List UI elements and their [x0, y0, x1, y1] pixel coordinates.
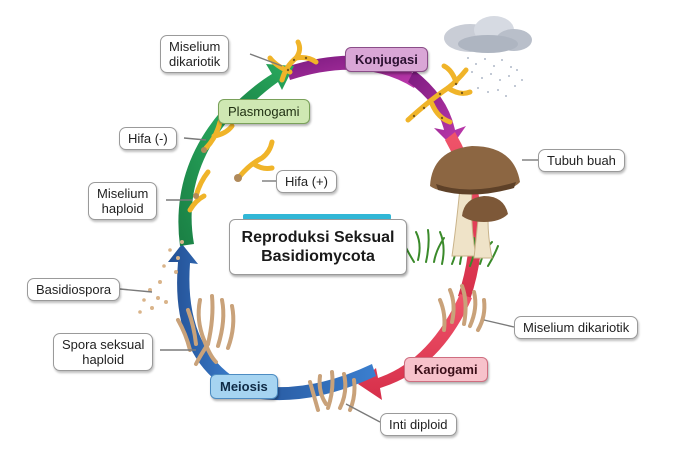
- diagram-title-line1: Reproduksi Seksual: [241, 229, 395, 246]
- label-miselium-haploid: Miselium haploid: [88, 182, 158, 220]
- basidia-cluster-right: [438, 284, 487, 332]
- stage-plasmogami: Plasmogami: [218, 99, 310, 124]
- label-miselium-dikariotik-right: Miselium dikariotik: [514, 316, 639, 339]
- label-basidiospora: Basidiospora: [27, 278, 121, 301]
- spore-icon: [138, 240, 184, 314]
- title-accent-bar: [243, 214, 391, 220]
- label-inti-diploid: Inti diploid: [380, 413, 457, 436]
- label-hifa-minus: Hifa (-): [119, 127, 177, 150]
- stage-konjugasi: Konjugasi: [345, 47, 428, 72]
- stage-kariogami: Kariogami: [404, 357, 488, 382]
- label-tubuh-buah: Tubuh buah: [538, 149, 625, 172]
- label-hifa-plus: Hifa (+): [276, 170, 337, 193]
- mushroom-icon: [430, 146, 520, 259]
- label-miselium-dikariotik-top: Miselium dikariotik: [160, 35, 230, 73]
- diagram-title-line2: Basidiomycota: [261, 248, 375, 265]
- label-spora-seksual-haploid: Spora seksual haploid: [53, 333, 154, 371]
- connector-lines: [119, 53, 538, 423]
- stage-meiosis: Meiosis: [210, 374, 278, 399]
- hypha-icon: [187, 119, 275, 213]
- basidia-cluster-bottom: [308, 370, 357, 412]
- diagram-title: Reproduksi Seksual Basidiomycota: [229, 219, 407, 275]
- rain-cloud-icon: [444, 16, 532, 97]
- basidia-cluster-left: [176, 294, 236, 366]
